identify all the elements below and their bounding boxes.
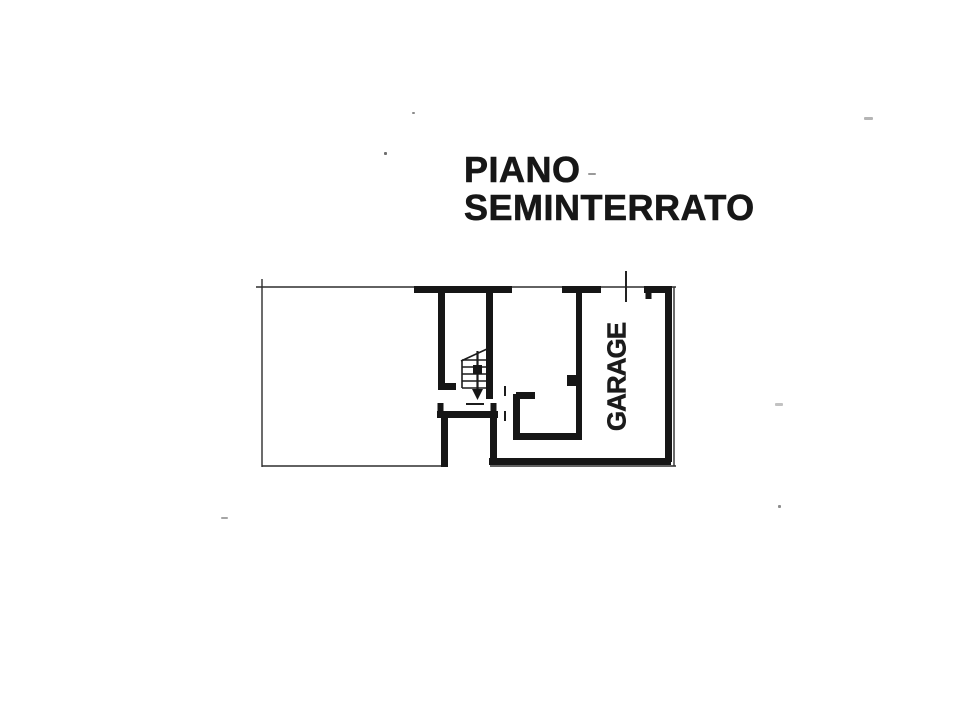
stair-newel-post (473, 365, 482, 374)
door-hinge-block (567, 375, 577, 386)
page-title-line1: PIANO (464, 149, 581, 190)
scan-noise-dot (384, 152, 387, 155)
walls (414, 286, 672, 467)
scan-noise-dot (588, 173, 596, 175)
page-title: PIANO SEMINTERRATO (464, 149, 755, 228)
stair-winder-diagonal (460, 348, 488, 362)
scan-noise-dot (412, 112, 415, 114)
scan-noise-dot (775, 403, 783, 406)
stair-down-arrow-icon (472, 389, 483, 400)
scan-noise-dot (864, 117, 873, 120)
door-opening-marks (466, 386, 506, 421)
scan-noise-dot (778, 505, 781, 508)
room-label-garage: GARAGE (601, 322, 632, 432)
scan-noise-dot (221, 517, 228, 519)
staircase (460, 348, 488, 400)
page-title-line2: SEMINTERRATO (464, 187, 755, 228)
